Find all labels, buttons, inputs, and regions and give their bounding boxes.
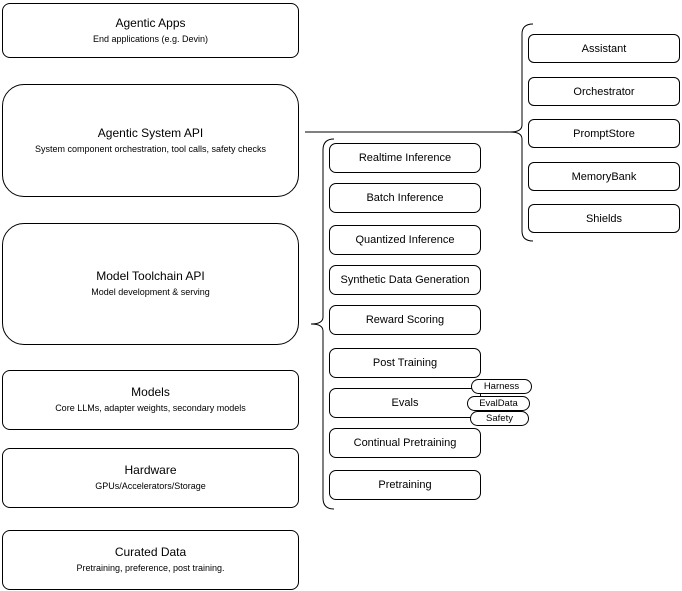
node-label: PromptStore [573, 127, 635, 140]
node-label: Post Training [372, 357, 438, 369]
component-promptstore: PromptStore [528, 119, 680, 148]
tag-safety: Safety [470, 411, 529, 426]
node-subtitle: System component orchestration, tool cal… [34, 143, 267, 154]
component-assistant: Assistant [528, 34, 680, 63]
toolchain-item-quantized-inference: Quantized Inference [329, 225, 481, 255]
node-subtitle: GPUs/Accelerators/Storage [95, 481, 206, 492]
tag-label: Safety [486, 413, 513, 424]
node-title: Curated Data [114, 545, 187, 560]
node-title: Model Toolchain API [96, 269, 205, 284]
node-label: Quantized Inference [355, 234, 455, 246]
node-title: Agentic Apps [115, 15, 186, 30]
node-agentic-apps: Agentic Apps End applications (e.g. Devi… [2, 3, 299, 58]
node-label: Assistant [581, 42, 627, 55]
node-label: Continual Pretraining [353, 437, 457, 449]
node-label: Evals [391, 397, 419, 409]
node-label: Pretraining [378, 479, 432, 491]
toolchain-item-evals: Evals [329, 388, 481, 418]
node-subtitle: Pretraining, preference, post training. [76, 563, 225, 574]
component-orchestrator: Orchestrator [528, 77, 680, 106]
node-label: MemoryBank [571, 170, 637, 183]
node-agentic-system-api: Agentic System API System component orch… [2, 84, 299, 197]
node-hardware: Hardware GPUs/Accelerators/Storage [2, 448, 299, 508]
node-title: Models [131, 385, 170, 400]
node-subtitle: Model development & serving [91, 287, 210, 298]
node-label: Batch Inference [366, 192, 444, 204]
toolchain-item-synthetic-data-generation: Synthetic Data Generation [329, 265, 481, 295]
toolchain-item-post-training: Post Training [329, 348, 481, 378]
node-subtitle: Core LLMs, adapter weights, secondary mo… [55, 403, 246, 414]
toolchain-item-continual-pretraining: Continual Pretraining [329, 428, 481, 458]
node-model-toolchain-api: Model Toolchain API Model development & … [2, 223, 299, 345]
node-models: Models Core LLMs, adapter weights, secon… [2, 370, 299, 430]
node-label: Orchestrator [573, 85, 635, 98]
node-label: Shields [585, 212, 623, 225]
tag-evaldata: EvalData [467, 396, 530, 411]
node-subtitle: End applications (e.g. Devin) [92, 33, 209, 44]
tag-label: EvalData [479, 398, 518, 409]
node-title: Hardware [124, 463, 177, 478]
tag-harness: Harness [471, 379, 532, 394]
toolchain-item-pretraining: Pretraining [329, 470, 481, 500]
toolchain-item-realtime-inference: Realtime Inference [329, 143, 481, 173]
tag-label: Harness [483, 381, 520, 392]
node-label: Realtime Inference [358, 152, 452, 164]
component-shields: Shields [528, 204, 680, 233]
toolchain-item-reward-scoring: Reward Scoring [329, 305, 481, 335]
node-curated-data: Curated Data Pretraining, preference, po… [2, 530, 299, 590]
toolchain-item-batch-inference: Batch Inference [329, 183, 481, 213]
component-memorybank: MemoryBank [528, 162, 680, 191]
node-title: Agentic System API [97, 125, 204, 140]
node-label: Synthetic Data Generation [340, 274, 470, 286]
node-label: Reward Scoring [365, 314, 445, 326]
